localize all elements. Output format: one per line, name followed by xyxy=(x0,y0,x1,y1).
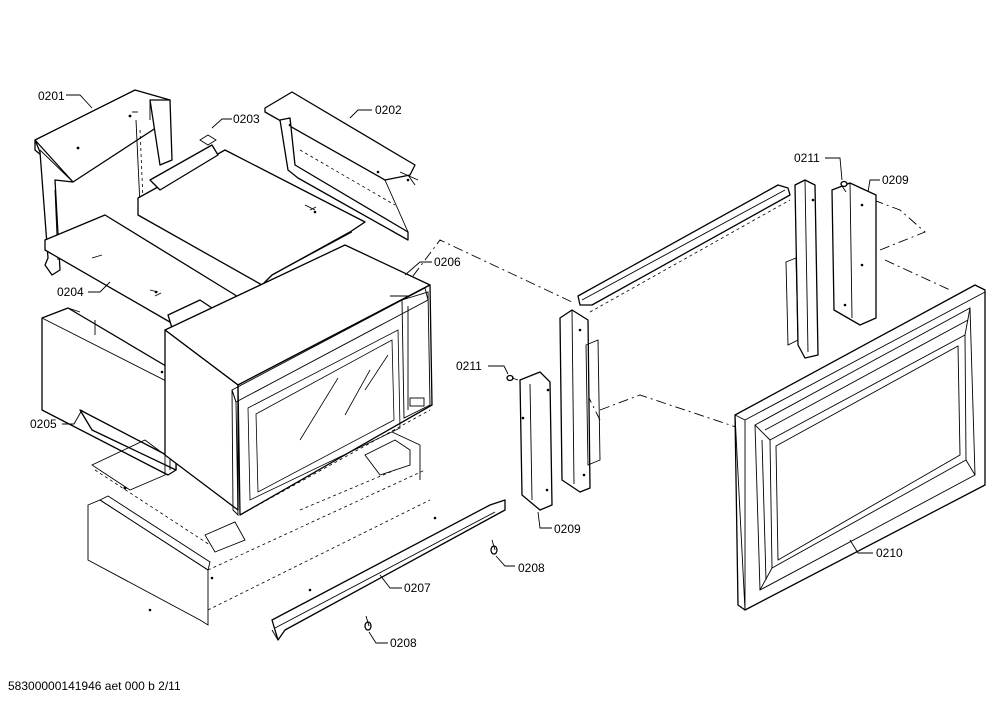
part-0211-screw-b xyxy=(840,180,848,193)
callout-0203: 0203 xyxy=(233,112,260,126)
callout-0202: 0202 xyxy=(375,103,402,117)
document-code: 58300000141946 aet 000 b 2/11 xyxy=(8,679,181,693)
part-0210-trim-frame xyxy=(734,284,986,611)
part-0201-cover-bracket xyxy=(34,89,173,276)
callout-0209-a: 0209 xyxy=(554,522,581,536)
callout-0205: 0205 xyxy=(30,417,57,431)
part-0202-cover-bracket xyxy=(264,91,419,241)
lower-support-frame xyxy=(87,431,431,626)
part-0206-microwave xyxy=(164,244,433,517)
part-0208-screw-a xyxy=(490,539,498,555)
callout-0208-b: 0208 xyxy=(390,636,417,650)
callout-0210: 0210 xyxy=(876,546,903,560)
callout-0201: 0201 xyxy=(38,89,65,103)
callout-0211-a: 0211 xyxy=(456,359,482,373)
part-0205-trim-cover xyxy=(41,307,177,476)
part-0209-bracket-right xyxy=(831,182,877,326)
part-0208-screw-b xyxy=(364,615,372,631)
mounting-bracket-right xyxy=(785,179,819,359)
leader-lines xyxy=(62,94,880,644)
callout-0207: 0207 xyxy=(404,581,431,595)
callout-0204: 0204 xyxy=(57,285,84,299)
callout-labels: 0201 0202 0203 0204 0205 0206 0207 0208 … xyxy=(30,89,909,650)
part-0203-top-panel xyxy=(137,134,366,286)
mounting-rail xyxy=(577,184,791,313)
callout-0211-b: 0211 xyxy=(794,151,820,165)
callout-0206: 0206 xyxy=(434,255,461,269)
callout-0209-b: 0209 xyxy=(882,173,909,187)
mounting-bracket-left xyxy=(559,309,601,493)
part-0211-screw-a xyxy=(506,374,519,382)
part-0207-trim-strip xyxy=(271,499,506,641)
part-0209-bracket-left xyxy=(519,371,553,511)
callout-0208-a: 0208 xyxy=(518,561,545,575)
